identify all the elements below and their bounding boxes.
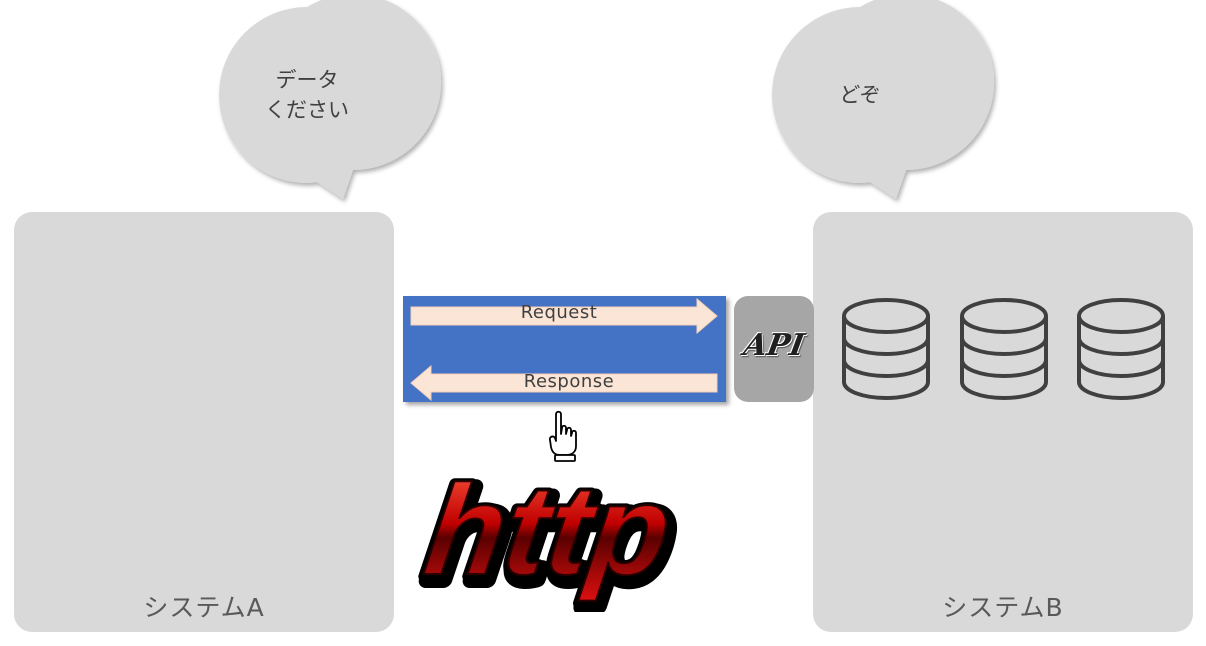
http-text-outline: http (421, 466, 683, 608)
request-arrow (410, 297, 718, 335)
bubble-a-text: データ ください (265, 68, 349, 122)
response-label: Response (523, 371, 615, 392)
api-box: API (734, 296, 814, 402)
http-logo: http http http (412, 462, 690, 612)
pointing-hand-icon (548, 410, 577, 462)
database-icon (1077, 298, 1165, 400)
response-arrow (410, 364, 718, 402)
bubble-b-text: どぞ (839, 83, 881, 107)
speech-bubble-shape (772, 0, 995, 199)
system-b-box: システムB (813, 212, 1193, 632)
database-icon (960, 298, 1048, 400)
system-b-label: システムB (942, 593, 1064, 622)
database-icon (842, 298, 930, 400)
api-label: API (740, 328, 808, 363)
http-text-gold: http (417, 462, 679, 604)
http-text: http (418, 462, 680, 602)
system-a-label: システムA (143, 593, 265, 622)
speech-bubble-shape (219, 0, 442, 199)
system-a-box: システムA (14, 212, 394, 632)
request-label: Request (520, 302, 598, 323)
